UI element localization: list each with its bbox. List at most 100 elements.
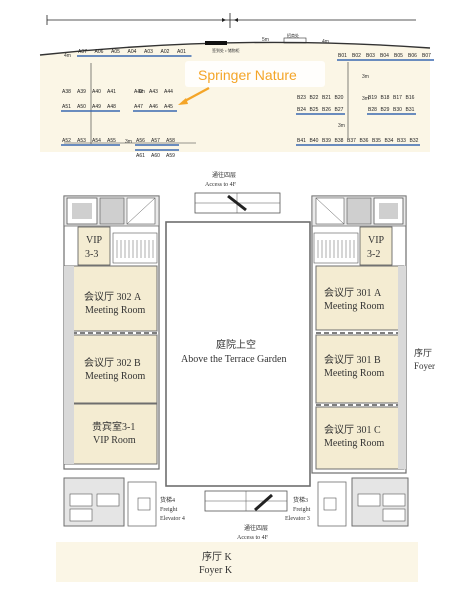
booth-a46[interactable]: A46 xyxy=(149,104,158,110)
booth-b24[interactable]: B24 xyxy=(297,107,306,113)
exhibit-hall-plan: 签到处 • 储物柜 招商处 4m 5m 4m 3m 3m 3m 3m 3m A0… xyxy=(39,13,434,159)
distance-label: 3m xyxy=(362,96,369,102)
distance-label: 3m xyxy=(125,139,132,145)
room-302a-en: Meeting Room xyxy=(85,305,145,316)
room-301b-cn[interactable]: 会议厅 301 B xyxy=(324,353,381,366)
booth-a05[interactable]: A05 xyxy=(111,49,120,55)
booth-b33[interactable]: B33 xyxy=(397,138,406,144)
freight3-en1: Freight xyxy=(293,507,311,513)
arrow-icon xyxy=(178,98,188,105)
booth-a45[interactable]: A45 xyxy=(164,104,173,110)
booth-a61[interactable]: A61 xyxy=(136,153,145,159)
booth-b23[interactable]: B23 xyxy=(297,95,306,101)
escalator-icon xyxy=(254,493,273,512)
booth-b05[interactable]: B05 xyxy=(394,53,403,59)
booth-b01[interactable]: B01 xyxy=(338,53,347,59)
booth-a55[interactable]: A55 xyxy=(107,138,116,144)
room-302a-cn[interactable]: 会议厅 302 A xyxy=(84,290,142,303)
distance-label: 5m xyxy=(262,37,269,43)
access-bottom-cn: 通往四层 xyxy=(244,524,268,532)
booth-a01[interactable]: A01 xyxy=(177,49,186,55)
foyer-right-en: Foyer xyxy=(414,361,435,371)
booth-a60[interactable]: A60 xyxy=(151,153,160,159)
distance-label: 4m xyxy=(322,39,329,45)
booth-a04[interactable]: A04 xyxy=(128,49,137,55)
booth-a41[interactable]: A41 xyxy=(107,89,116,95)
room-301c-cn[interactable]: 会议厅 301 C xyxy=(324,423,381,436)
freight4-cn: 货梯4 xyxy=(160,496,175,504)
booth-b35[interactable]: B35 xyxy=(372,138,381,144)
foyer-right-cn: 序厅 xyxy=(414,347,432,358)
booth-b34[interactable]: B34 xyxy=(385,138,394,144)
booth-a42[interactable]: A42 xyxy=(134,89,143,95)
booth-b29[interactable]: B29 xyxy=(381,107,390,113)
booth-b19[interactable]: B19 xyxy=(368,95,377,101)
foyer-k-en: Foyer K xyxy=(199,565,233,576)
booth-a47[interactable]: A47 xyxy=(134,104,143,110)
booth-b20[interactable]: B20 xyxy=(335,95,344,101)
freight3-cn: 货梯3 xyxy=(293,496,308,504)
booth-b02[interactable]: B02 xyxy=(352,53,361,59)
distance-label: 3m xyxy=(138,89,145,95)
booth-b27[interactable]: B27 xyxy=(335,107,344,113)
room-vip31-en: VIP Room xyxy=(93,435,136,446)
booth-a53[interactable]: A53 xyxy=(77,138,86,144)
booth-b30[interactable]: B30 xyxy=(393,107,402,113)
booth-a50[interactable]: A50 xyxy=(77,104,86,110)
booth-b28[interactable]: B28 xyxy=(368,107,377,113)
booth-a56[interactable]: A56 xyxy=(136,138,145,144)
access-top-cn: 通往四层 xyxy=(212,171,236,179)
booth-a06[interactable]: A06 xyxy=(95,49,104,55)
room-301a-cn[interactable]: 会议厅 301 A xyxy=(324,286,382,299)
booth-b39[interactable]: B39 xyxy=(322,138,331,144)
escalator-icon xyxy=(227,194,247,212)
exhibitor-highlight[interactable]: Springer Nature xyxy=(198,67,297,83)
booth-b26[interactable]: B26 xyxy=(322,107,331,113)
booth-a40[interactable]: A40 xyxy=(92,89,101,95)
booth-a48[interactable]: A48 xyxy=(107,104,116,110)
booth-a44[interactable]: A44 xyxy=(164,89,173,95)
booth-b38[interactable]: B38 xyxy=(335,138,344,144)
room-301a-en: Meeting Room xyxy=(324,301,384,312)
booth-b37[interactable]: B37 xyxy=(347,138,356,144)
booth-b32[interactable]: B32 xyxy=(410,138,419,144)
booth-b41[interactable]: B41 xyxy=(297,138,306,144)
booth-a59[interactable]: A59 xyxy=(166,153,175,159)
room-vip31-cn[interactable]: 贵宾室3-1 xyxy=(92,420,135,433)
booth-a58[interactable]: A58 xyxy=(166,138,175,144)
booth-a07[interactable]: A07 xyxy=(78,49,87,55)
freight3-en2: Elevator 3 xyxy=(285,516,310,522)
freight4-en2: Elevator 4 xyxy=(160,516,185,522)
booth-a03[interactable]: A03 xyxy=(144,49,153,55)
room-302b-en: Meeting Room xyxy=(85,371,145,382)
foyer-k-cn: 序厅 K xyxy=(202,550,232,563)
booth-a57[interactable]: A57 xyxy=(151,138,160,144)
booth-b07[interactable]: B07 xyxy=(422,53,431,59)
booth-a43[interactable]: A43 xyxy=(149,89,158,95)
booth-a02[interactable]: A02 xyxy=(161,49,170,55)
booth-a51[interactable]: A51 xyxy=(62,104,71,110)
booth-b31[interactable]: B31 xyxy=(406,107,415,113)
booth-a54[interactable]: A54 xyxy=(92,138,101,144)
booth-a49[interactable]: A49 xyxy=(92,104,101,110)
booth-a52[interactable]: A52 xyxy=(62,138,71,144)
booth-b04[interactable]: B04 xyxy=(380,53,389,59)
stage-label: 招商处 xyxy=(287,32,299,38)
booth-a38[interactable]: A38 xyxy=(62,89,71,95)
booth-b16[interactable]: B16 xyxy=(406,95,415,101)
booth-b36[interactable]: B36 xyxy=(360,138,369,144)
booth-b03[interactable]: B03 xyxy=(366,53,375,59)
access-top-en: Access to 4F xyxy=(205,182,237,188)
booth-b22[interactable]: B22 xyxy=(310,95,319,101)
booth-a39[interactable]: A39 xyxy=(77,89,86,95)
booth-b17[interactable]: B17 xyxy=(393,95,402,101)
booth-b06[interactable]: B06 xyxy=(408,53,417,59)
booth-b25[interactable]: B25 xyxy=(310,107,319,113)
booth-b21[interactable]: B21 xyxy=(322,95,331,101)
booth-b40[interactable]: B40 xyxy=(310,138,319,144)
booth-b18[interactable]: B18 xyxy=(381,95,390,101)
room-302b-cn[interactable]: 会议厅 302 B xyxy=(84,356,141,369)
